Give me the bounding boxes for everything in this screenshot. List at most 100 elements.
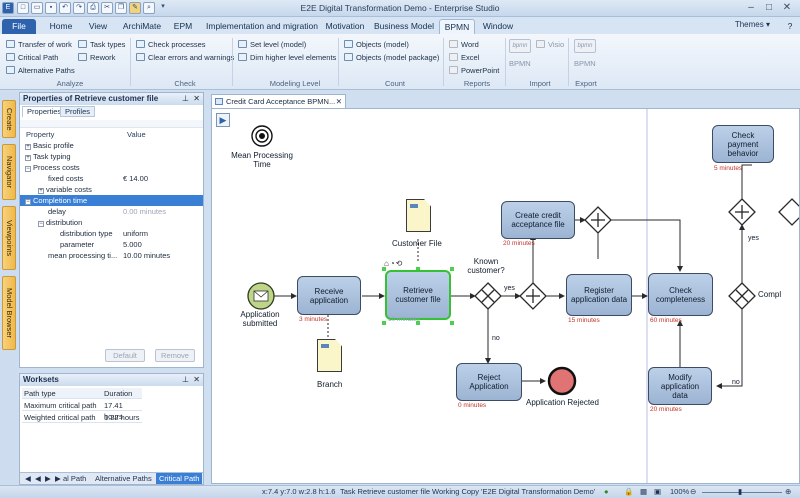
- side-tab-model-browser[interactable]: Model Browser: [2, 276, 16, 350]
- side-tab-create[interactable]: Create: [2, 100, 16, 138]
- powerpoint-report-button[interactable]: PowerPoint: [449, 65, 499, 76]
- set-level-button[interactable]: Set level (model): [238, 39, 306, 50]
- close-icon[interactable]: ✕: [782, 2, 792, 13]
- document-tab[interactable]: Credit Card Acceptance BPMN... ✕: [211, 94, 346, 108]
- word-report-button[interactable]: Word: [449, 39, 479, 50]
- excel-report-button[interactable]: Excel: [449, 52, 479, 63]
- tab-alternative-paths[interactable]: Alternative Paths: [95, 474, 152, 483]
- receive-application-task[interactable]: Receive application: [297, 276, 361, 315]
- task-types-button[interactable]: Task types: [78, 39, 125, 50]
- undo-icon[interactable]: ↶: [59, 2, 71, 14]
- tab-motivation[interactable]: Motivation: [325, 21, 365, 31]
- help-icon[interactable]: ?: [787, 21, 793, 31]
- prop-row-variable-costs[interactable]: +variable costs: [38, 185, 92, 194]
- remove-button[interactable]: Remove: [155, 349, 195, 362]
- zoom-out-icon[interactable]: ⊖: [690, 487, 697, 496]
- panel-close-icon[interactable]: ✕: [193, 94, 200, 103]
- nav-prev-icon[interactable]: ◀: [35, 474, 41, 483]
- create-credit-acceptance-task[interactable]: Create credit acceptance file: [501, 201, 575, 239]
- prop-value[interactable]: 10.00 minutes: [123, 251, 171, 260]
- critical-path-button[interactable]: Critical Path: [6, 52, 58, 63]
- play-icon[interactable]: ▶: [216, 113, 230, 127]
- transfer-of-work-button[interactable]: Transfer of work: [6, 39, 72, 50]
- tab-file[interactable]: File: [2, 19, 36, 34]
- tab-view[interactable]: View: [88, 21, 108, 31]
- alternative-paths-button[interactable]: Alternative Paths: [6, 65, 75, 76]
- prop-row-distribution[interactable]: −distribution: [38, 218, 83, 227]
- clear-errors-button[interactable]: Clear errors and warnings: [136, 52, 234, 63]
- pin-icon[interactable]: ⊥: [182, 94, 189, 103]
- customer-file-document-icon[interactable]: [406, 199, 431, 232]
- tab-al-path[interactable]: al Path: [63, 474, 87, 483]
- prop-value[interactable]: 0.00 minutes: [123, 207, 166, 216]
- open-icon[interactable]: ▭: [31, 2, 43, 14]
- objects-model-button[interactable]: Objects (model): [344, 39, 409, 50]
- check-processes-button[interactable]: Check processes: [136, 39, 206, 50]
- nav-last-icon[interactable]: ▶: [55, 474, 61, 483]
- lock-icon[interactable]: 🔒: [624, 487, 634, 496]
- save-icon[interactable]: ▪: [45, 2, 57, 14]
- reject-application-task[interactable]: Reject Application: [456, 363, 522, 401]
- check-completeness-task[interactable]: Check completeness: [648, 273, 713, 316]
- tab-business-model[interactable]: Business Model: [373, 21, 434, 31]
- import-visio-button[interactable]: Visio: [536, 39, 564, 50]
- zoom-slider[interactable]: [702, 492, 782, 493]
- prop-value[interactable]: € 14.00: [123, 174, 149, 183]
- register-application-task[interactable]: Register application data: [566, 274, 632, 316]
- prop-row-mean-processing[interactable]: mean processing ti...10.00 minutes: [20, 250, 203, 261]
- side-tab-navigator[interactable]: Navigator: [2, 144, 16, 200]
- minimize-icon[interactable]: –: [748, 2, 754, 13]
- copy-icon[interactable]: ❐: [115, 2, 127, 14]
- default-button[interactable]: Default: [105, 349, 145, 362]
- prop-row-task-typing[interactable]: +Task typing: [25, 152, 71, 161]
- print-icon[interactable]: ⎙: [87, 2, 99, 14]
- highlight-icon[interactable]: ✎: [129, 2, 141, 14]
- panel-close-icon[interactable]: ✕: [193, 375, 200, 384]
- redo-icon[interactable]: ↷: [73, 2, 85, 14]
- modify-application-task[interactable]: Modify application data: [648, 367, 712, 405]
- prop-row-completion-time[interactable]: −Completion time: [20, 195, 203, 206]
- themes-menu[interactable]: Themes ▾: [734, 20, 770, 29]
- prop-row-process-costs[interactable]: −Process costs: [25, 163, 80, 172]
- close-tab-icon[interactable]: ✕: [335, 97, 342, 106]
- objects-model-package-button[interactable]: Objects (model package): [344, 52, 439, 63]
- check-payment-behavior-task[interactable]: Check payment behavior: [712, 125, 774, 163]
- tab-bpmn[interactable]: BPMN: [439, 19, 475, 34]
- side-tab-viewpoints[interactable]: Viewpoints: [2, 206, 16, 270]
- dim-higher-level-button[interactable]: Dim higher level elements: [238, 52, 336, 63]
- customize-icon[interactable]: ▾: [161, 3, 165, 10]
- prop-row-fixed-costs[interactable]: fixed costs€ 14.00: [20, 173, 203, 184]
- retrieve-customer-file-task[interactable]: Retrieve customer file: [385, 270, 451, 320]
- branch-document-icon[interactable]: [317, 339, 342, 372]
- prop-value[interactable]: 5.000: [123, 240, 142, 249]
- tab-critical-path[interactable]: Critical Path: [156, 473, 203, 484]
- diagram-canvas[interactable]: ▶ Mean Processing Time Customer File App…: [211, 108, 800, 484]
- tab-profiles[interactable]: Profiles: [60, 106, 96, 117]
- zoom-level[interactable]: 100%: [670, 487, 690, 496]
- task-context-icons[interactable]: ⌂◔⟲: [384, 259, 404, 268]
- cut-icon[interactable]: ✂: [101, 2, 113, 14]
- tab-archimate[interactable]: ArchiMate: [122, 21, 162, 31]
- pin-icon[interactable]: ⊥: [182, 375, 189, 384]
- import-bpmn-label[interactable]: BPMN: [509, 59, 531, 68]
- find-icon[interactable]: ⌕: [143, 2, 155, 14]
- new-icon[interactable]: □: [17, 2, 29, 14]
- tab-implementation[interactable]: Implementation and migration: [206, 21, 318, 31]
- zoom-thumb-icon[interactable]: ▮: [738, 487, 743, 496]
- export-bpmn-label[interactable]: BPMN: [574, 59, 596, 68]
- nav-next-icon[interactable]: ▶: [45, 474, 51, 483]
- prop-row-basic-profile[interactable]: +Basic profile: [25, 141, 74, 150]
- bpmn-export-icon[interactable]: bpmn: [574, 39, 596, 53]
- rework-button[interactable]: Rework: [78, 52, 115, 63]
- layout-icon[interactable]: ▣: [654, 487, 662, 496]
- tab-window[interactable]: Window: [482, 21, 514, 31]
- tab-home[interactable]: Home: [49, 21, 73, 31]
- tab-epm[interactable]: EPM: [173, 21, 193, 31]
- grid-icon[interactable]: ▦: [640, 487, 648, 496]
- maximize-icon[interactable]: □: [765, 2, 773, 13]
